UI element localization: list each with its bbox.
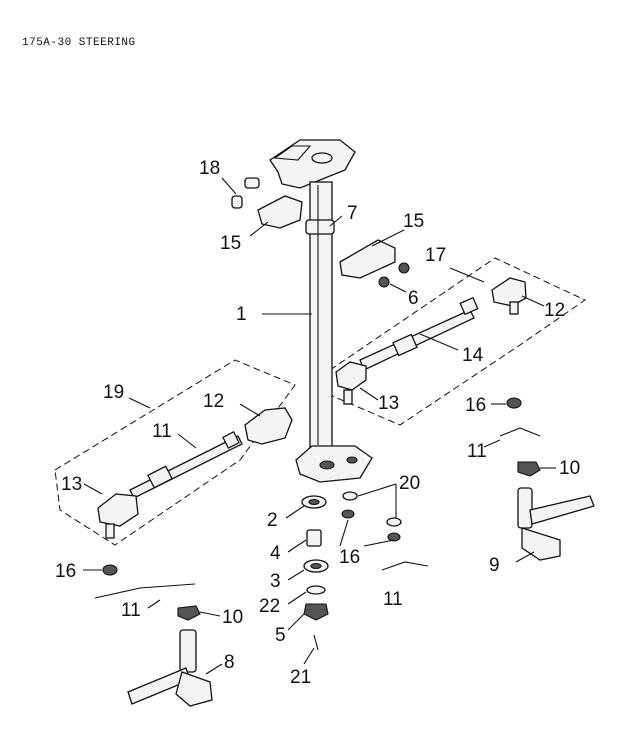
nut-10-right — [517, 461, 541, 477]
part-number: 11 — [121, 600, 141, 621]
part-number: 5 — [275, 625, 286, 646]
cotter-pin-center — [381, 561, 429, 571]
steering-column — [305, 181, 335, 451]
tie-rod-assembly-outline-left — [54, 359, 296, 546]
part-numbers: 18 7 15 15 17 6 1 12 14 13 19 12 11 16 1… — [55, 158, 580, 688]
part-number: 11 — [467, 441, 487, 462]
tie-rod-left — [97, 407, 293, 539]
part-number: 11 — [152, 421, 172, 442]
cotter-pin-right — [499, 427, 541, 437]
cotter-pin-left — [94, 583, 196, 599]
part-number: 22 — [259, 596, 280, 617]
washers-center — [341, 491, 402, 542]
part-number: 7 — [347, 203, 358, 224]
steering-mount-plate — [269, 139, 356, 189]
column-bracket-right — [339, 239, 410, 288]
steering-knuckle-left — [127, 629, 213, 707]
part-number: 3 — [270, 571, 281, 592]
part-number: 16 — [465, 395, 486, 416]
nut-10-left — [177, 605, 201, 621]
part-number: 6 — [408, 288, 419, 309]
part-number: 13 — [61, 474, 82, 495]
column-clamp-left — [231, 177, 303, 229]
part-number: 18 — [199, 158, 220, 179]
part-number: 21 — [290, 667, 311, 688]
part-number: 12 — [203, 391, 224, 412]
part-number: 16 — [339, 547, 360, 568]
part-number: 11 — [383, 589, 403, 610]
leader-lines — [83, 177, 556, 675]
tie-rod-assembly-outline-right — [329, 257, 587, 426]
part-number: 15 — [220, 233, 241, 254]
part-number: 16 — [55, 561, 76, 582]
part-number: 2 — [267, 510, 278, 531]
steering-knuckle-right — [517, 487, 595, 561]
column-base-plate — [295, 445, 373, 483]
part-number: 17 — [425, 245, 446, 266]
part-number: 8 — [224, 652, 235, 673]
part-number: 9 — [489, 555, 500, 576]
column-hardware-stack — [301, 495, 329, 651]
part-number: 1 — [236, 304, 247, 325]
part-number: 15 — [403, 211, 424, 232]
tie-rod-right — [335, 277, 527, 405]
part-number: 13 — [378, 393, 399, 414]
part-number: 10 — [222, 607, 243, 628]
part-number: 12 — [544, 300, 565, 321]
part-number: 20 — [399, 473, 420, 494]
part-number: 14 — [462, 345, 484, 366]
nut-16-left — [102, 564, 118, 576]
part-number: 4 — [270, 543, 281, 564]
nut-16-right — [506, 397, 522, 409]
part-number: 19 — [103, 382, 124, 403]
part-number: 10 — [559, 458, 580, 479]
diagram-title: 175A-30 STEERING — [22, 37, 136, 49]
